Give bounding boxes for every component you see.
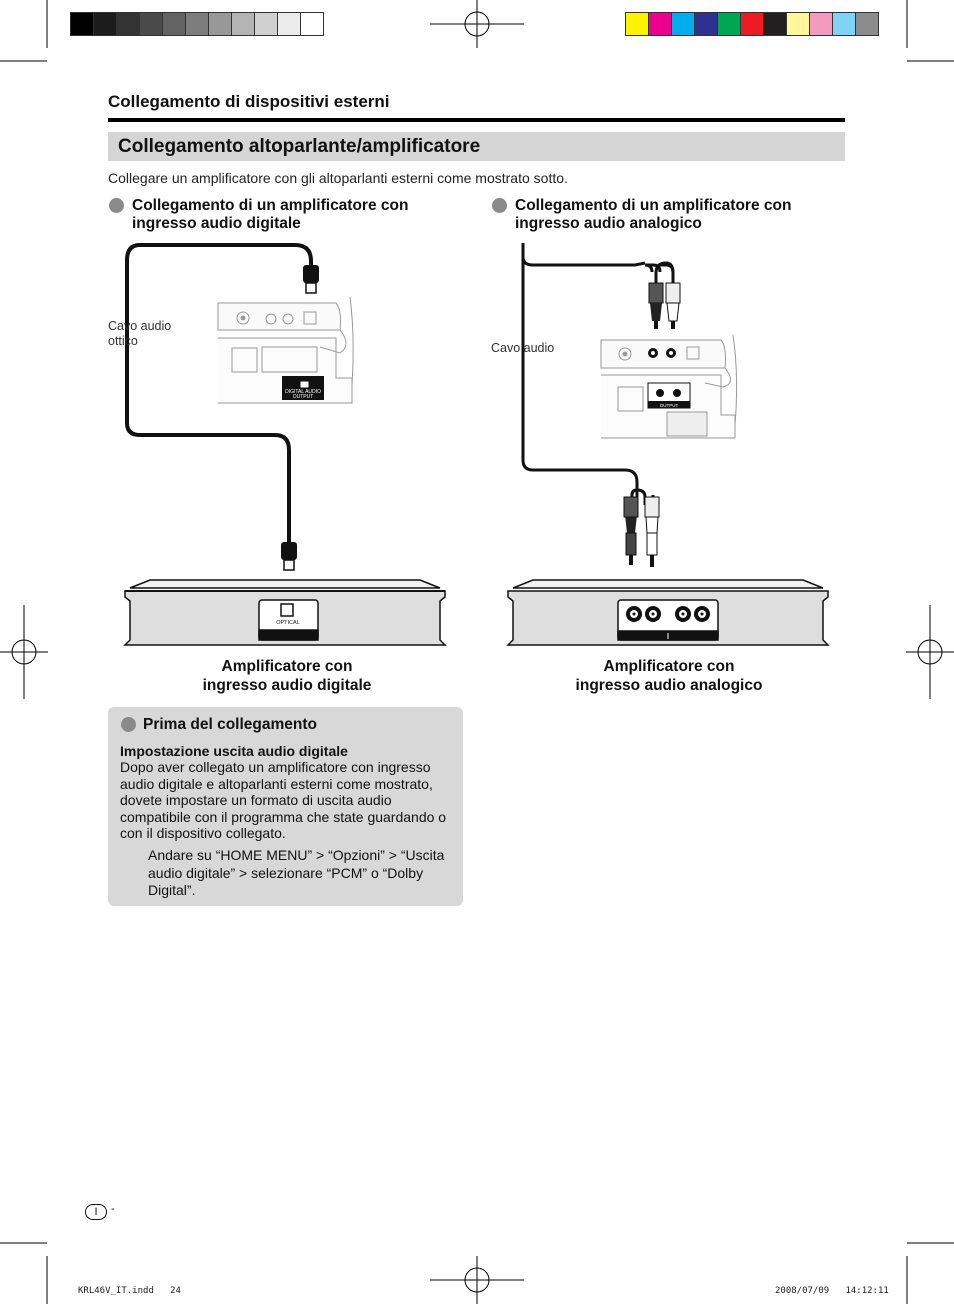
bullet-icon xyxy=(121,717,136,732)
color-swatch-8 xyxy=(810,13,833,35)
tv-port-label: OUTPUT xyxy=(660,403,679,408)
optical-cable-label: Cavo audio ottico xyxy=(108,319,171,349)
color-calibration-bar xyxy=(625,12,879,36)
right-caption-line1: Amplificatore con xyxy=(603,658,735,675)
bullet-icon xyxy=(492,198,507,213)
gray-swatch-0 xyxy=(71,13,94,35)
gray-swatch-4 xyxy=(163,13,186,35)
gray-swatch-3 xyxy=(140,13,163,35)
rca-jacks xyxy=(626,606,710,639)
digital-amplifier xyxy=(123,579,447,646)
left-caption: Amplificatore con ingresso audio digital… xyxy=(187,657,387,695)
digital-connection-diagram: DIGITAL AUDIO OUTPUT OPTICAL xyxy=(123,243,447,646)
note-step: Andare su “HOME MENU” > “Opzioni” > “Usc… xyxy=(148,847,445,898)
color-swatch-1 xyxy=(649,13,672,35)
gray-swatch-9 xyxy=(278,13,301,35)
note-body: Dopo aver collegato un amplificatore con… xyxy=(120,759,447,841)
gray-swatch-6 xyxy=(209,13,232,35)
tv-port-label2: OUTPUT xyxy=(293,394,314,400)
page-title: Collegamento altoparlante/amplificatore xyxy=(118,136,481,157)
file-info: KRL46V_IT.indd 24 xyxy=(78,1286,181,1296)
gray-swatch-1 xyxy=(94,13,117,35)
right-caption: Amplificatore con ingresso audio analogi… xyxy=(554,657,784,695)
left-heading-line1: Collegamento di un amplificatore con xyxy=(132,197,409,214)
right-heading-line2: ingresso audio analogico xyxy=(515,215,702,232)
amp-port-label: OPTICAL xyxy=(276,620,300,626)
color-swatch-10 xyxy=(856,13,878,35)
left-heading: Collegamento di un amplificatore con ing… xyxy=(132,197,408,233)
gray-calibration-bar xyxy=(70,12,324,36)
bullet-icon xyxy=(109,198,124,213)
optical-plug-top xyxy=(303,265,319,294)
color-swatch-4 xyxy=(718,13,741,35)
right-heading-line1: Collegamento di un amplificatore con xyxy=(515,197,792,214)
rca-plug-top-left xyxy=(648,282,664,329)
section-title: Collegamento di dispositivi esterni xyxy=(108,92,390,111)
note-title: Prima del collegamento xyxy=(143,716,317,733)
analog-amplifier xyxy=(506,579,830,646)
color-swatch-9 xyxy=(833,13,856,35)
section-rule xyxy=(108,118,845,122)
gray-swatch-2 xyxy=(117,13,140,35)
gray-swatch-7 xyxy=(232,13,255,35)
optical-cable-label-line1: Cavo audio xyxy=(108,319,172,333)
rca-plug-top-right xyxy=(665,282,681,329)
intro-text: Collegare un amplificatore con gli altop… xyxy=(108,170,568,186)
page-dash: - xyxy=(111,1203,115,1215)
note-box: Prima del collegamento Impostazione usci… xyxy=(108,707,463,906)
rca-plug-bottom-right xyxy=(644,496,660,567)
gray-swatch-10 xyxy=(301,13,323,35)
right-heading: Collegamento di un amplificatore con ing… xyxy=(515,197,791,233)
color-swatch-7 xyxy=(787,13,810,35)
color-swatch-5 xyxy=(741,13,764,35)
tv-port-label: DIGITAL AUDIO xyxy=(285,389,321,395)
gray-swatch-5 xyxy=(186,13,209,35)
optical-plug-bottom xyxy=(281,542,297,571)
right-caption-line2: ingresso audio analogico xyxy=(575,677,763,694)
color-swatch-6 xyxy=(764,13,787,35)
analog-connection-diagram: OUTPUT xyxy=(506,243,830,646)
color-swatch-0 xyxy=(626,13,649,35)
left-caption-line1: Amplificatore con xyxy=(221,658,353,675)
note-subtitle: Impostazione uscita audio digitale xyxy=(120,743,348,759)
gray-swatch-8 xyxy=(255,13,278,35)
color-swatch-2 xyxy=(672,13,695,35)
audio-cable-label: Cavo audio xyxy=(491,341,555,355)
rca-plug-bottom-left xyxy=(623,496,639,565)
left-heading-line2: ingresso audio digitale xyxy=(132,215,301,232)
left-caption-line2: ingresso audio digitale xyxy=(202,677,372,694)
page-title-bar: Collegamento altoparlante/amplificatore xyxy=(108,132,845,161)
optical-cable xyxy=(125,243,313,545)
date-info: 2008/07/09 14:12:11 xyxy=(775,1286,889,1296)
page-marker: I xyxy=(85,1204,107,1220)
color-swatch-3 xyxy=(695,13,718,35)
optical-cable-label-line2: ottico xyxy=(108,334,138,348)
audio-cable xyxy=(521,243,675,505)
